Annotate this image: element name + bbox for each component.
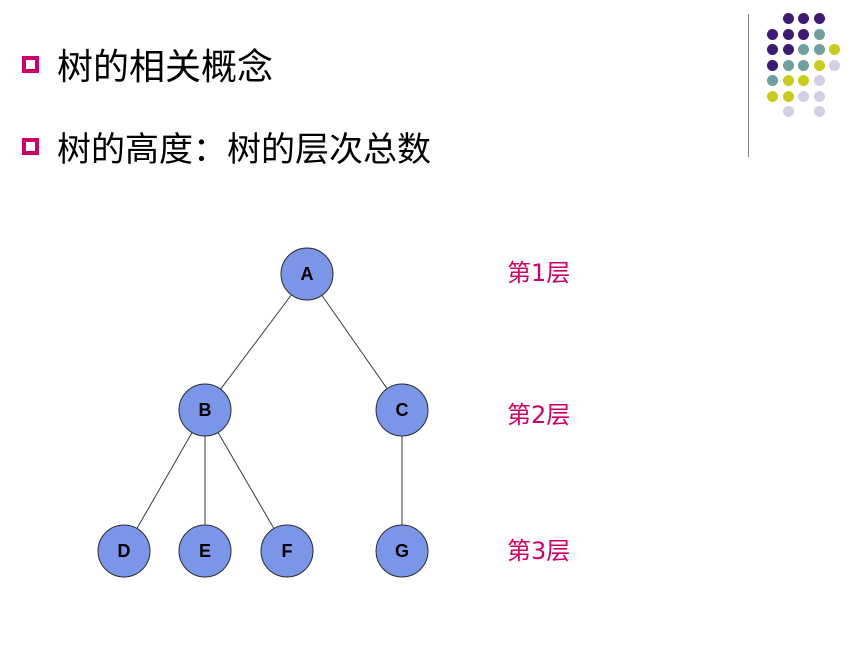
tree-node-A: A <box>280 247 334 301</box>
tree-node-circle <box>280 247 334 301</box>
decorative-dot <box>829 59 840 71</box>
decorative-dot <box>782 13 794 24</box>
decorative-dot <box>767 28 778 40</box>
decorative-dot <box>813 90 825 102</box>
tree-node-B: B <box>178 383 232 437</box>
level-label-3: 第3层 <box>507 537 571 565</box>
tree-node-F: F <box>260 524 314 578</box>
tree-node-label: E <box>199 541 211 561</box>
tree-height-definition: 树的高度：树的层次总数 <box>57 130 431 170</box>
decorative-dot <box>798 13 809 24</box>
tree-node-label: G <box>395 541 409 561</box>
tree-node-label: D <box>118 541 131 561</box>
square-bullet-icon <box>22 138 39 155</box>
tree-node-circle <box>97 524 151 578</box>
tree-edge-A-B <box>204 273 308 411</box>
square-bullet-icon <box>22 55 39 73</box>
decorative-dot <box>813 59 825 71</box>
tree-edge-A-C <box>306 273 403 411</box>
decorative-dot-grid <box>762 8 852 143</box>
decorative-dot <box>798 44 809 55</box>
tree-edge-B-D <box>123 409 206 552</box>
decorative-dot <box>767 90 778 102</box>
decorative-dot <box>798 59 809 71</box>
decorative-dot <box>813 106 825 117</box>
decorative-dot <box>782 75 794 86</box>
tree-node-D: D <box>97 524 151 578</box>
bullet-item-2: 树的高度：树的层次总数 <box>22 122 431 171</box>
tree-node-circle <box>178 524 232 578</box>
decorative-dot <box>813 13 825 24</box>
tree-node-circle <box>375 524 429 578</box>
bullet-item-1: 树的相关概念 <box>22 38 273 90</box>
decorative-dot <box>782 28 794 40</box>
decorative-dot <box>767 59 778 71</box>
slide-title: 树的相关概念 <box>57 47 274 88</box>
decorative-dot <box>767 75 778 86</box>
tree-node-label: C <box>396 400 409 420</box>
decorative-dot <box>813 28 825 40</box>
tree-node-circle <box>260 524 314 578</box>
decorative-dot <box>813 44 825 55</box>
header-divider-line <box>748 14 749 157</box>
decorative-dot <box>829 44 840 55</box>
tree-node-circle <box>178 383 232 437</box>
tree-edge-B-F <box>204 409 288 552</box>
level-label-1: 第1层 <box>507 259 571 287</box>
decorative-dot <box>813 75 825 86</box>
decorative-dot <box>782 90 794 102</box>
tree-node-C: C <box>375 383 429 437</box>
tree-node-circle <box>375 383 429 437</box>
tree-node-G: G <box>375 524 429 578</box>
decorative-dot <box>767 44 778 55</box>
decorative-dot <box>798 75 809 86</box>
decorative-dot <box>798 28 809 40</box>
tree-node-label: F <box>282 541 293 561</box>
tree-node-label: B <box>199 400 212 420</box>
decorative-dot <box>782 106 794 117</box>
level-label-2: 第2层 <box>507 401 571 429</box>
tree-node-E: E <box>178 524 232 578</box>
tree-node-label: A <box>301 264 314 284</box>
decorative-dot <box>798 90 809 102</box>
decorative-dot <box>782 44 794 55</box>
decorative-dot <box>782 59 794 71</box>
